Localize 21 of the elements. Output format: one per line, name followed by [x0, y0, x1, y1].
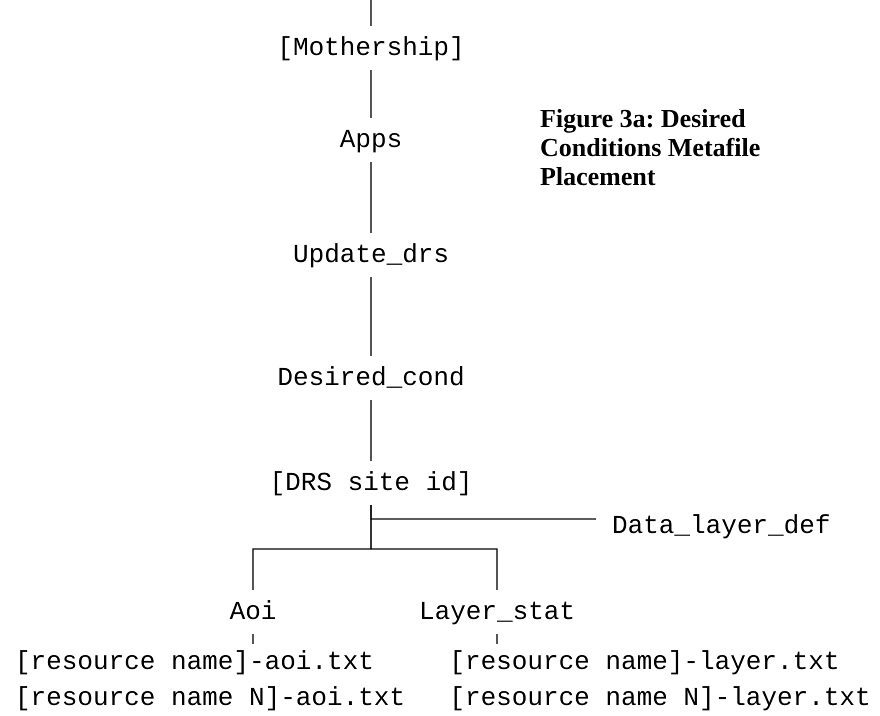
tree-connector: [370, 505, 498, 590]
tree-connector: [370, 162, 372, 233]
tree-connector: [370, 277, 372, 356]
file-name: [resource name]-aoi.txt: [14, 646, 375, 679]
folder-name: Desired_cond: [277, 362, 465, 395]
file-name: [resource name N]-aoi.txt: [14, 682, 406, 715]
tree-connector: [370, 0, 372, 26]
folder-name: Data_layer_def: [612, 510, 830, 543]
folder-name: [Mothership]: [277, 32, 465, 65]
file-name: [resource name N]-layer.txt: [449, 682, 871, 715]
folder-name: [DRS site id]: [270, 467, 472, 500]
folder-name: Apps: [340, 124, 402, 157]
file-name: [resource name]-layer.txt: [449, 646, 840, 679]
folder-name: Update_drs: [292, 239, 450, 272]
figure-title: Figure 3a: Desired Conditions Metafile Placement: [540, 104, 762, 191]
tree-connector: [496, 634, 498, 644]
tree-connector: [370, 70, 372, 118]
folder-name: Layer_stat: [418, 596, 576, 629]
tree-connector: [370, 400, 372, 461]
folder-name: Aoi: [230, 596, 276, 629]
tree-connector: [252, 634, 254, 644]
